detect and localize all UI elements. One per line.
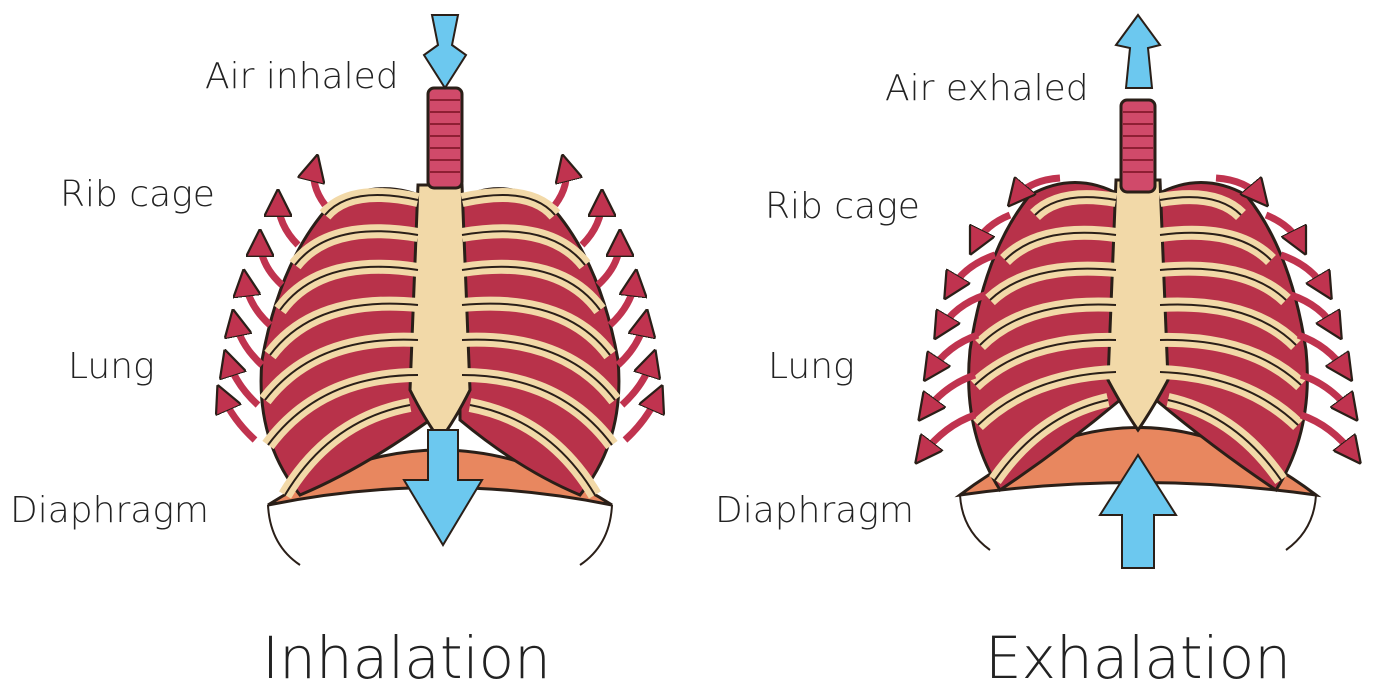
- air-out-arrow-icon: [1116, 15, 1160, 88]
- lung-label-left: Lung: [68, 346, 155, 387]
- rib-cage-label-right: Rib cage: [765, 186, 920, 227]
- air-inhaled-label: Air inhaled: [205, 56, 399, 97]
- diaphragm-down-arrow-icon: [404, 430, 482, 545]
- sternum-shape: [410, 185, 470, 440]
- exhalation-caption: Exhalation: [985, 624, 1291, 688]
- diaphragm-label-left: Diaphragm: [10, 490, 209, 531]
- inhalation-panel: Air inhaled Rib cage Lung Diaphragm Inha…: [10, 15, 658, 688]
- trachea-shape-exhale: [1121, 100, 1155, 192]
- sternum-shape-exhale: [1108, 180, 1168, 430]
- air-in-arrow-icon: [424, 15, 466, 88]
- lung-label-right: Lung: [768, 346, 855, 387]
- rib-cage-label-left: Rib cage: [60, 174, 215, 215]
- exhalation-panel: Air exhaled Rib cage Lung Diaphragm Exha…: [715, 15, 1354, 688]
- inhalation-caption: Inhalation: [262, 624, 551, 688]
- diaphragm-label-right: Diaphragm: [715, 490, 914, 531]
- air-exhaled-label: Air exhaled: [885, 68, 1089, 109]
